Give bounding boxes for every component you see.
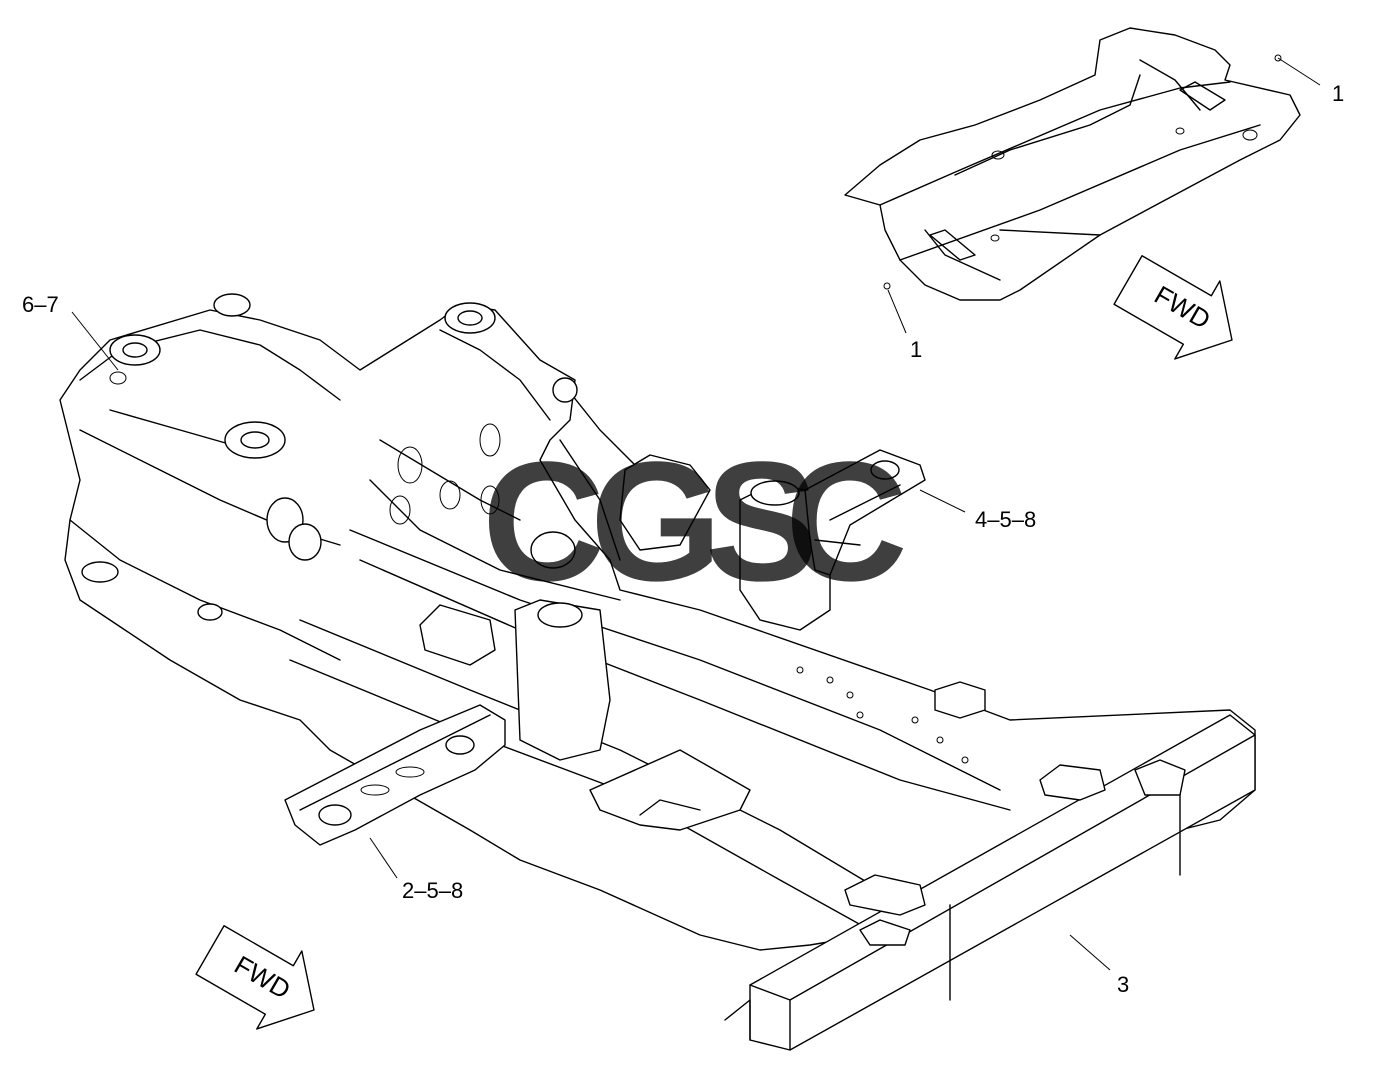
callout-3: 3 bbox=[1117, 972, 1129, 997]
watermark-letter-1: C bbox=[482, 427, 605, 617]
front-cross-member bbox=[724, 681, 1256, 1051]
fwd-arrow-top bbox=[1113, 255, 1233, 360]
callout-1-top: 1 bbox=[1332, 81, 1344, 106]
main-frame bbox=[59, 293, 1256, 951]
watermark-letter-4: C bbox=[785, 427, 908, 617]
watermark-letter-2: G bbox=[590, 427, 722, 617]
leader-lines bbox=[71, 54, 1321, 971]
outrigger-right bbox=[804, 449, 926, 576]
callout-6-7: 6–7 bbox=[22, 292, 59, 317]
callout-2-5-8: 2–5–8 bbox=[402, 878, 463, 903]
outrigger-left bbox=[284, 704, 506, 846]
callout-4-5-8: 4–5–8 bbox=[975, 507, 1036, 532]
watermark-logo: C G S C bbox=[482, 427, 908, 617]
watermark-letter-3: S bbox=[705, 427, 818, 617]
fwd-arrow-bottom bbox=[195, 925, 315, 1030]
guard-plate bbox=[844, 27, 1301, 301]
callout-1-bottom: 1 bbox=[910, 337, 922, 362]
